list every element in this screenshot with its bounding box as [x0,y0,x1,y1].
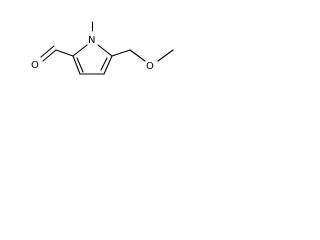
o-methyl-bond [157,49,174,62]
ring-bond-c2-c3 [72,55,81,75]
ring-bond-c4-c5 [103,55,113,75]
aldehyde-double-bond-1 [42,49,57,62]
ring-bond-n-c2 [72,44,88,57]
ch2-o-bond [129,49,146,62]
chemical-structure: N O O [31,21,174,75]
ether-oxygen-label: O [146,61,154,72]
ch2-bond [111,49,131,57]
aldehyde-oxygen-label: O [31,60,39,71]
aldehyde-double-bond-2 [40,45,55,58]
ring-bond-c4-c5-inner [100,57,108,71]
nitrogen-label: N [88,35,95,46]
aldehyde-bond [55,49,74,57]
ring-bond-n-c5 [97,44,113,57]
ring-bond-c2-c3-inner [76,57,84,73]
bond-lines [40,21,174,75]
